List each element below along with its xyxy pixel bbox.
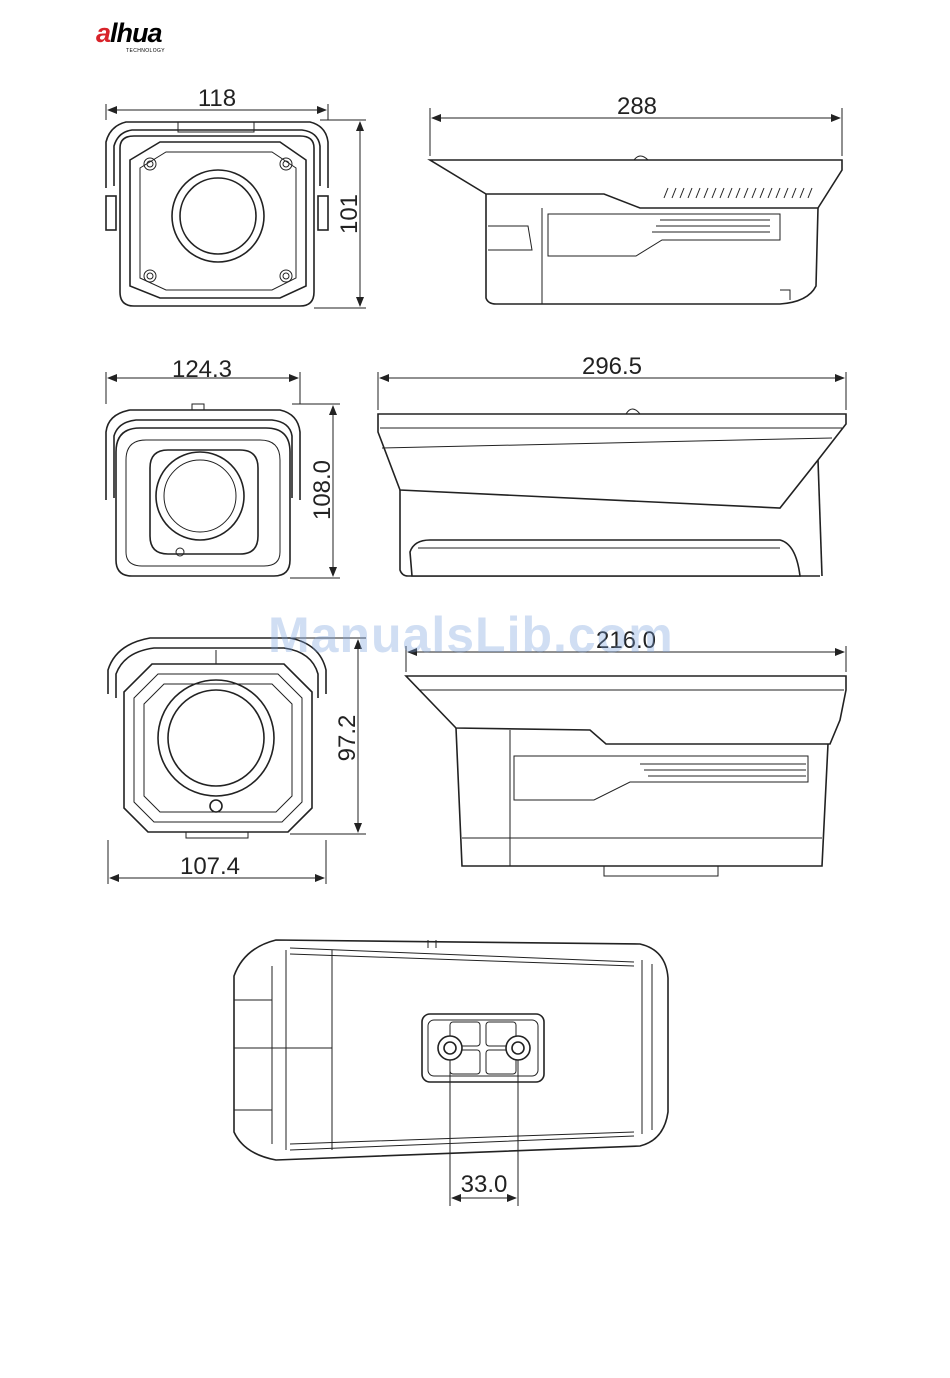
front-view-1 [106,122,328,306]
side-view-1 [430,156,842,304]
dim-view1-height: 101 [336,194,363,234]
watermark-text: ManualsLib.com [268,606,674,664]
front-view-3 [108,638,326,838]
side-view-3 [406,676,846,876]
dim-view3-height: 97.2 [334,715,361,762]
side-view-2 [378,409,846,576]
dim-view2-width: 124.3 [172,356,232,383]
dim-view3-width: 107.4 [180,853,240,880]
dim-view1-width: 118 [198,85,236,112]
bottom-view [234,940,668,1160]
dim-view2-height: 108.0 [309,460,336,520]
front-view-2 [106,404,300,576]
dim-view1-length: 288 [617,93,657,120]
dim-view2-length: 296.5 [582,353,642,380]
dim-mount-hole-spacing: 33.0 [461,1171,508,1198]
